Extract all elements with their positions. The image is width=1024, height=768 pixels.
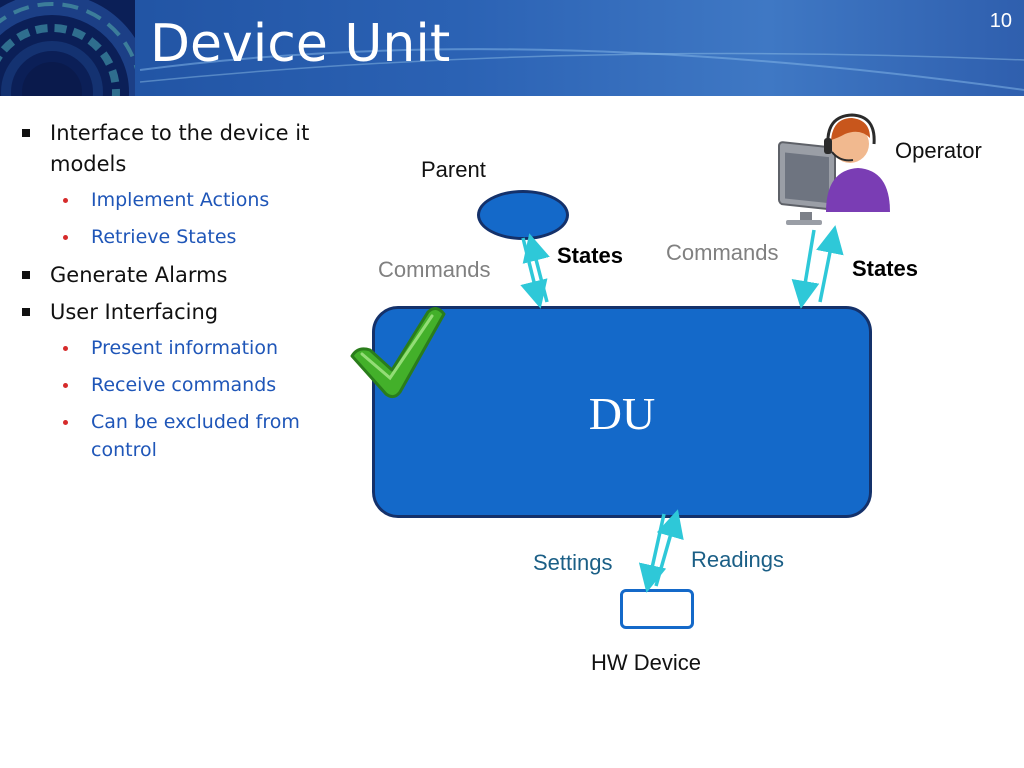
slide-number: 10 [989, 10, 1012, 32]
dot-bullet-icon [63, 346, 68, 351]
sub-bullet-retrieve-states: Retrieve States [20, 223, 350, 251]
square-bullet-icon [22, 308, 30, 316]
bullet-interface: Interface to the device it models [20, 118, 350, 180]
slide-header: Device Unit 10 [0, 0, 1024, 96]
parent-label: Parent [421, 157, 486, 182]
header-swoosh [139, 48, 1024, 91]
parent-states-label: States [557, 243, 624, 268]
dot-bullet-icon [63, 383, 68, 388]
parent-states-arrow [522, 233, 550, 303]
sub-bullet-implement-actions: Implement Actions [20, 186, 350, 214]
readings-arrow [654, 509, 684, 587]
hw-device-label: HW Device [591, 650, 702, 675]
hw-device-node [620, 589, 694, 629]
sub-bullet-can-be-excluded: Can be excluded from control [20, 408, 350, 464]
du-box: DU [372, 306, 872, 518]
square-bullet-icon [22, 129, 30, 137]
parent-commands-label: Commands [378, 257, 491, 282]
sub-bullet-text: Can be excluded from control [91, 411, 300, 461]
bullet-list: Interface to the device it models Implem… [20, 118, 350, 473]
settings-label: Settings [533, 550, 613, 575]
slide-title: Device Unit [150, 14, 451, 74]
operator-states-label: States [852, 256, 919, 281]
bullet-user-interfacing: User Interfacing [20, 297, 350, 328]
bullet-text: User Interfacing [50, 300, 219, 324]
operator-states-arrow [816, 225, 844, 303]
operator-commands-label: Commands [666, 240, 779, 265]
logo [0, 0, 135, 96]
bullet-text: Generate Alarms [50, 263, 228, 287]
dot-bullet-icon [63, 420, 68, 425]
sub-bullet-text: Receive commands [91, 374, 277, 396]
sub-bullet-text: Implement Actions [91, 189, 270, 211]
sub-bullet-text: Present information [91, 337, 278, 359]
du-label: DU [588, 388, 656, 439]
bullet-text: Interface to the device it models [50, 121, 310, 176]
operator-commands-arrow [791, 229, 820, 309]
readings-label: Readings [691, 547, 784, 572]
sub-bullet-text: Retrieve States [91, 226, 237, 248]
operator-label: Operator [895, 138, 982, 163]
bullet-generate-alarms: Generate Alarms [20, 260, 350, 291]
sub-bullet-present-information: Present information [20, 334, 350, 362]
dot-bullet-icon [63, 198, 68, 203]
square-bullet-icon [22, 271, 30, 279]
sub-bullet-receive-commands: Receive commands [20, 371, 350, 399]
dot-bullet-icon [63, 235, 68, 240]
